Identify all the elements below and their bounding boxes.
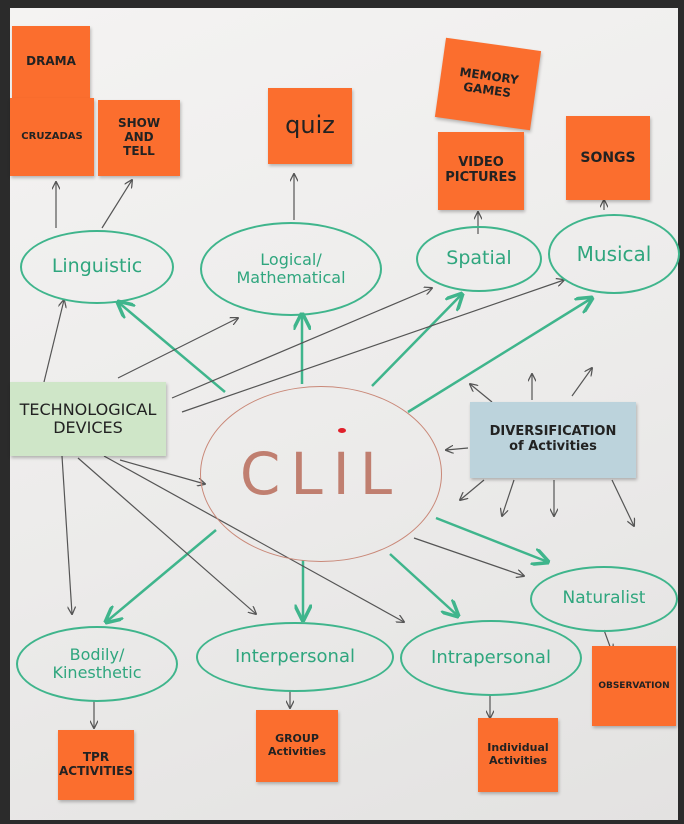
arrow-clil-spatial [371,294,462,387]
clil-center-circle: CLIL [200,386,442,562]
bodily-ellipse: Bodily/ Kinesthetic [16,626,178,702]
clil-label: CLIL [239,440,403,508]
individual-activities-note: Individual Activities [478,718,558,792]
quiz-note: quiz [268,88,352,164]
intrapersonal-ellipse: Intrapersonal [400,620,582,696]
green-arrows [106,294,592,622]
naturalist-ellipse: Naturalist [530,566,678,632]
interpersonal-ellipse: Interpersonal [196,622,394,692]
video-pictures-note: VIDEO PICTURES [438,132,524,210]
songs-note: SONGS [566,116,650,200]
diversification-note: DIVERSIFICATION of Activities [470,402,636,478]
memory-games-note: MEMORY GAMES [434,37,542,131]
observation-note: OBSERVATION [592,646,676,726]
interpersonal-label: Interpersonal [235,645,355,667]
linguistic-ellipse: Linguistic [20,230,174,304]
logical-label: Logical/ Mathematical [236,249,346,287]
drama-note: DRAMA [12,26,90,98]
naturalist-label: Naturalist [562,588,646,609]
dark-arrows [43,174,634,728]
arrow-clil-intrapersonal [389,553,458,616]
musical-ellipse: Musical [548,214,680,294]
tpr-activities-note: TPR ACTIVITIES [58,730,134,800]
red-mark [338,428,346,433]
arrow-clil-bodily [106,529,217,622]
cruzadas-note: CRUZADAS [10,98,94,176]
linguistic-label: Linguistic [51,255,143,278]
show-and-tell-note: SHOW AND TELL [98,100,180,176]
intrapersonal-label: Intrapersonal [431,646,551,668]
musical-label: Musical [576,241,652,266]
technological-devices-note: TECHNOLOGICAL DEVICES [10,382,166,456]
spatial-label: Spatial [446,247,512,270]
bodily-label: Bodily/ Kinesthetic [52,644,142,682]
logical-ellipse: Logical/ Mathematical [200,222,382,316]
group-activities-note: GROUP Activities [256,710,338,782]
arrow-clil-naturalist [435,516,548,562]
spatial-ellipse: Spatial [416,226,542,292]
arrow-clil-linguistic [118,302,226,393]
arrow-clil-musical [407,298,592,414]
